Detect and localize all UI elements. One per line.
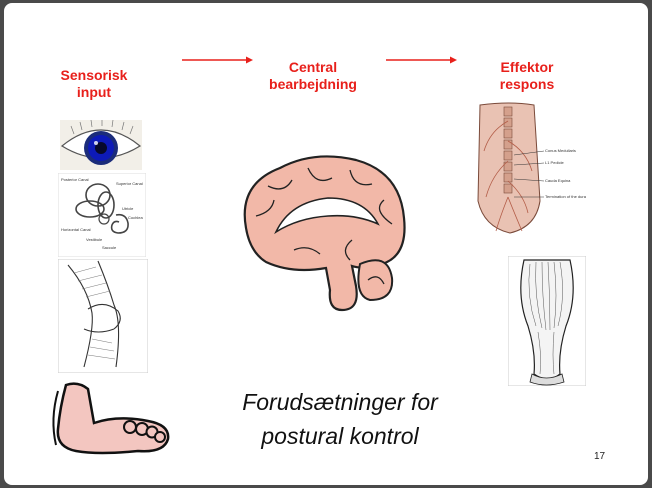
foot-image <box>48 379 174 459</box>
inner-ear-label-cochlea: Cochlea <box>128 215 143 220</box>
spine-label-termination: Termination of the dura <box>545 194 587 199</box>
inner-ear-label-vestibule: Vestibule <box>86 237 103 242</box>
inner-ear-label-saccule: Saccule <box>102 245 117 250</box>
inner-ear-label-superior: Superior Canal <box>116 181 143 186</box>
arrow-icon <box>182 55 254 65</box>
inner-ear-label-horizontal: Horizontal Canal <box>61 227 91 232</box>
slide-caption: Forudsætninger for postural kontrol <box>190 385 490 453</box>
eye-image <box>60 120 142 170</box>
knee-joint-image <box>58 259 148 373</box>
inner-ear-label-posterior: Posterior Canal <box>61 177 89 182</box>
spine-label-pedicle: L1 Pedicle <box>545 160 564 165</box>
inner-ear-image: Posterior Canal Superior Canal Utricle C… <box>58 173 146 257</box>
inner-ear-label-utricle: Utricle <box>122 206 134 211</box>
spine-nerves-image: Conus Medullaris L1 Pedicle Cauda Equina… <box>470 101 592 245</box>
heading-sensory-input: Sensorisk input <box>52 67 136 101</box>
arrow-icon <box>386 55 458 65</box>
spine-label-cauda: Cauda Equina <box>545 178 571 183</box>
spine-label-conus: Conus Medullaris <box>545 148 576 153</box>
page-number: 17 <box>594 451 605 462</box>
brain-image <box>232 140 416 336</box>
calf-muscle-image <box>508 256 586 386</box>
slide: Sensorisk input Central bearbejdning Eff… <box>4 3 648 485</box>
heading-central-processing: Central bearbejdning <box>258 59 368 93</box>
heading-effector-response: Effektor respons <box>482 59 572 93</box>
